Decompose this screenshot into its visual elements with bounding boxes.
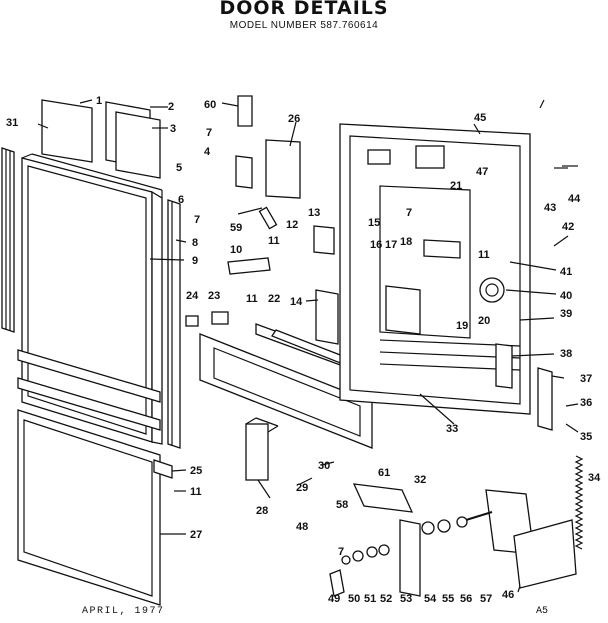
callout-61: 61	[378, 467, 390, 479]
callout-7b: 7	[194, 214, 200, 226]
callout-24: 24	[186, 290, 199, 302]
callout-3: 3	[170, 123, 176, 135]
callout-47: 47	[476, 166, 488, 178]
callout-59: 59	[230, 222, 242, 234]
callout-11b: 11	[246, 293, 258, 305]
callout-11d: 11	[190, 486, 202, 498]
page-title: DOOR DETAILS	[219, 0, 389, 19]
callout-42: 42	[562, 221, 574, 233]
callout-6: 6	[178, 194, 184, 206]
callout-21: 21	[450, 180, 462, 192]
callout-7c: 7	[406, 207, 412, 219]
callout-56: 56	[460, 593, 472, 605]
callout-19: 19	[456, 320, 468, 332]
callout-33: 33	[446, 423, 458, 435]
callout-52: 52	[380, 593, 392, 605]
callout-58: 58	[336, 499, 348, 511]
callout-60: 60	[204, 99, 216, 111]
callout-8: 8	[192, 237, 198, 249]
inner-liner	[339, 123, 553, 431]
callout-11c: 11	[478, 249, 490, 261]
callout-29: 29	[296, 482, 308, 494]
callout-38: 38	[560, 348, 572, 360]
callout-17: 17	[385, 239, 397, 251]
callout-5: 5	[176, 162, 182, 174]
callout-7a: 7	[206, 127, 212, 139]
callout-12: 12	[286, 219, 298, 231]
callout-9: 9	[192, 255, 198, 267]
callout-43: 43	[544, 202, 556, 214]
door-side-trim	[1, 147, 15, 333]
callout-44: 44	[568, 193, 581, 205]
door-right-trim	[167, 199, 181, 449]
leader-lines	[37, 99, 579, 593]
callout-18: 18	[400, 236, 412, 248]
callout-31: 31	[6, 117, 18, 129]
callout-23: 23	[208, 290, 220, 302]
callout-57: 57	[480, 593, 492, 605]
hinge-assembly	[329, 455, 584, 597]
callout-37: 37	[580, 373, 592, 385]
callout-54: 54	[424, 593, 437, 605]
callout-53: 53	[400, 593, 412, 605]
callout-35: 35	[580, 431, 592, 443]
callout-7d: 7	[338, 546, 344, 558]
callout-40: 40	[560, 290, 572, 302]
callout-50: 50	[348, 593, 360, 605]
publication-date: APRIL, 1977	[82, 606, 165, 617]
callout-27: 27	[190, 529, 202, 541]
callout-25: 25	[190, 465, 202, 477]
callout-14: 14	[290, 296, 303, 308]
callout-41: 41	[560, 266, 572, 278]
callout-22: 22	[268, 293, 280, 305]
callout-45: 45	[474, 112, 486, 124]
callout-11a: 11	[268, 235, 280, 247]
callout-48: 48	[296, 521, 308, 533]
color-panels	[41, 99, 161, 179]
callout-10: 10	[230, 244, 242, 256]
callout-1: 1	[96, 95, 102, 107]
callout-4: 4	[204, 146, 211, 158]
callout-28: 28	[256, 505, 268, 517]
lower-trim	[17, 349, 173, 606]
page-code: A5	[536, 606, 549, 617]
callout-36: 36	[580, 397, 592, 409]
model-number: MODEL NUMBER 587.760614	[229, 20, 379, 31]
callout-55: 55	[442, 593, 454, 605]
latch-assembly	[227, 95, 339, 345]
callout-20: 20	[478, 315, 490, 327]
callout-34: 34	[588, 472, 601, 484]
callout-13: 13	[308, 207, 320, 219]
callout-30: 30	[318, 460, 330, 472]
callout-49: 49	[328, 593, 340, 605]
callout-39: 39	[560, 308, 572, 320]
callout-15: 15	[368, 217, 380, 229]
callout-2: 2	[168, 101, 174, 113]
callout-46: 46	[502, 589, 514, 601]
callout-32: 32	[414, 474, 426, 486]
callout-labels: 1 2 3 4 5 6 7 7 7 7 8 9 10 11 11 11 11 1…	[6, 95, 601, 605]
callout-51: 51	[364, 593, 376, 605]
callout-26: 26	[288, 113, 300, 125]
callout-16: 16	[370, 239, 382, 251]
